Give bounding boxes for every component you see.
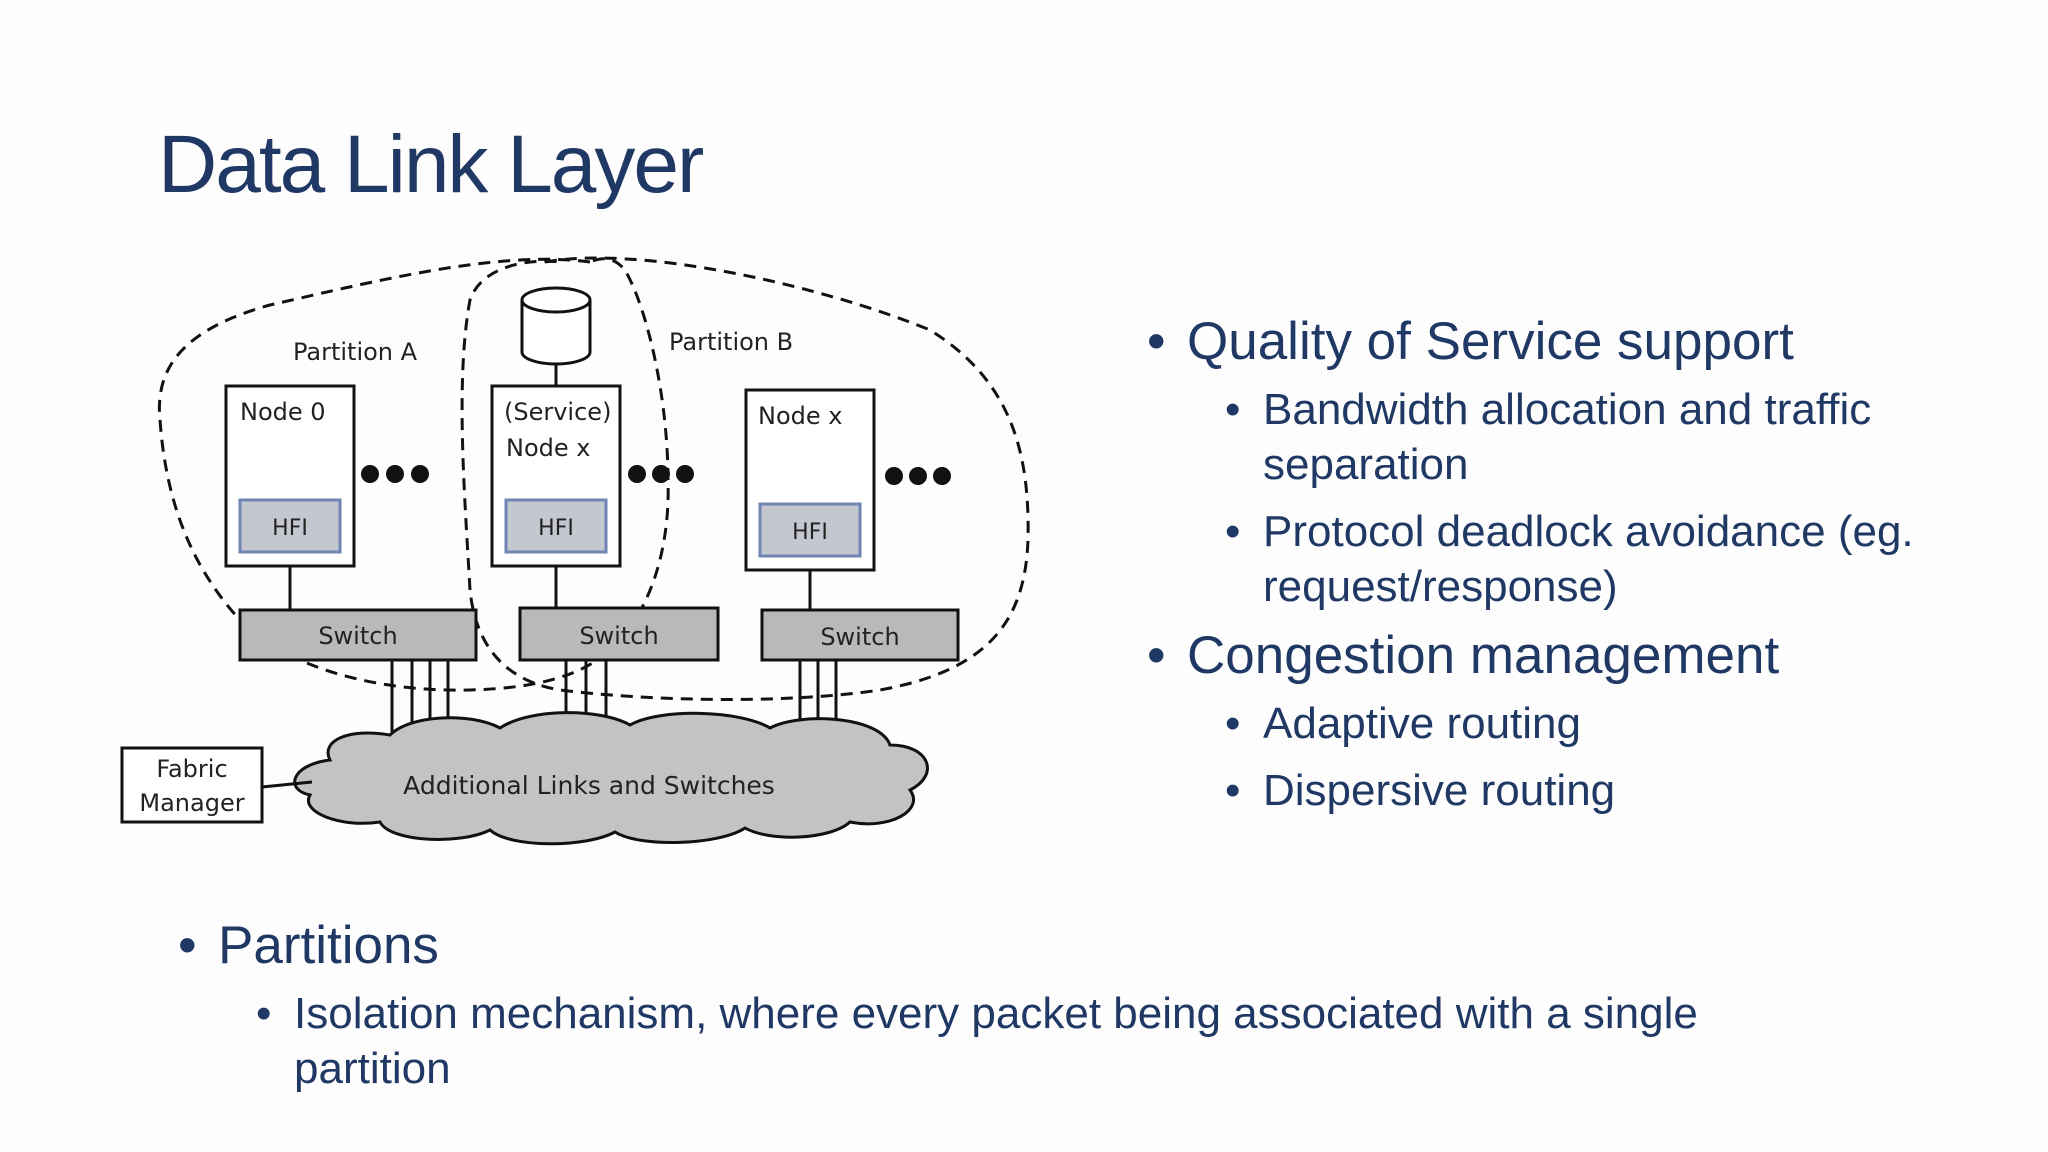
partition-b-boundary: [468, 256, 1030, 701]
bottom-bullet-list: Partitions Isolation mechanism, where ev…: [178, 916, 2018, 1108]
hfi-label: HFI: [792, 520, 828, 545]
node-x: Node x HFI: [744, 388, 876, 612]
switch-a: Switch: [238, 608, 478, 662]
switch-b: Switch: [760, 608, 960, 662]
fabric-manager-label-line2: Manager: [139, 789, 244, 817]
node-0-label: Node 0: [240, 398, 326, 426]
switch-label: Switch: [318, 622, 397, 650]
cloud-label: Additional Links and Switches: [403, 771, 775, 800]
hfi-card: [238, 498, 342, 554]
switch-service: Switch: [518, 606, 720, 662]
service-node-label-line1: (Service): [504, 398, 611, 426]
switch-label: Switch: [820, 623, 899, 651]
switch-label: Switch: [579, 622, 658, 650]
sub-bullet-adaptive-routing: Adaptive routing: [1225, 696, 2027, 751]
node-x-label: Node x: [758, 402, 842, 430]
right-bullet-list: Quality of Service support Bandwidth all…: [1147, 312, 2027, 830]
node-0: Node 0 HFI: [224, 384, 356, 610]
sub-bullet-deadlock: Protocol deadlock avoidance (eg. request…: [1225, 504, 2027, 614]
fabric-manager-label-line1: Fabric: [156, 755, 227, 783]
hfi-card: [758, 502, 862, 558]
hfi-label: HFI: [272, 516, 308, 541]
hfi-label: HFI: [538, 516, 574, 541]
bullet-congestion: Congestion management: [1147, 626, 2027, 686]
slide-title: Data Link Layer: [158, 119, 704, 210]
fabric-manager: Fabric Manager: [120, 746, 313, 824]
service-partition-boundary: [460, 259, 561, 591]
sub-bullet-isolation: Isolation mechanism, where every packet …: [256, 986, 1864, 1096]
partition-a-label: Partition A: [293, 338, 418, 366]
service-node-label-line2: Node x: [506, 434, 590, 462]
hfi-card: [504, 498, 608, 554]
partition-diagram: Partition A Partition B Node 0 HFI (Serv…: [120, 256, 1030, 846]
ellipsis-dots-icon: [361, 465, 951, 485]
sub-bullet-bandwidth: Bandwidth allocation and traffic separat…: [1225, 382, 2027, 492]
storage-icon: [520, 286, 592, 387]
sub-bullet-dispersive-routing: Dispersive routing: [1225, 763, 2027, 818]
service-node: (Service) Node x HFI: [490, 384, 622, 610]
partition-a-boundary: [157, 257, 670, 692]
bullet-qos: Quality of Service support: [1147, 312, 2027, 372]
network-cloud: Additional Links and Switches: [293, 711, 929, 846]
partition-b-label: Partition B: [669, 328, 793, 356]
bullet-partitions: Partitions: [178, 916, 2018, 976]
